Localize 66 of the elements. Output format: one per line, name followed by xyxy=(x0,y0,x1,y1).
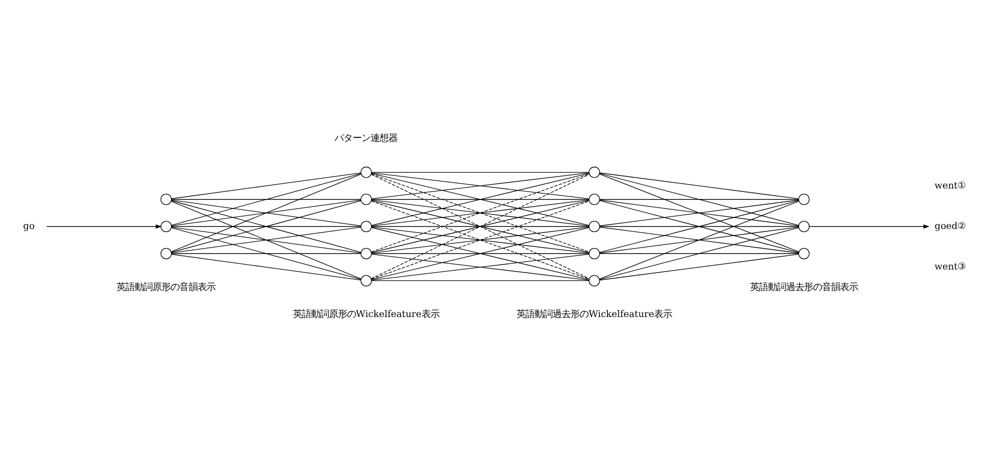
connector xyxy=(171,254,362,280)
node-circle xyxy=(360,275,372,286)
connector xyxy=(371,199,590,200)
node-circle xyxy=(588,248,600,260)
connector xyxy=(371,172,590,173)
node-circle xyxy=(360,194,372,205)
connector xyxy=(599,172,799,200)
arrow xyxy=(46,224,162,229)
label: 英語動詞原形のWickelfeature表示 xyxy=(292,308,440,320)
connector xyxy=(599,254,799,280)
connector xyxy=(170,200,362,280)
connector xyxy=(171,227,362,280)
connector xyxy=(171,226,362,254)
connector xyxy=(599,199,799,200)
label: went① xyxy=(934,180,966,192)
connector xyxy=(599,174,800,252)
node-circle xyxy=(360,248,372,260)
connector xyxy=(370,174,590,279)
connector xyxy=(171,173,362,226)
label: パターン連想器 xyxy=(334,132,398,144)
node-circle xyxy=(798,194,810,205)
node-text: goed② xyxy=(934,220,966,232)
node-circle xyxy=(588,220,600,232)
connector xyxy=(170,174,362,252)
connector xyxy=(371,200,590,253)
connector xyxy=(599,253,799,254)
connector xyxy=(171,226,362,227)
connector xyxy=(171,253,362,254)
connector xyxy=(371,226,590,254)
node-circle xyxy=(160,220,172,232)
node-circle xyxy=(588,194,600,205)
connector xyxy=(599,200,800,280)
connector xyxy=(171,200,362,253)
connector xyxy=(371,174,590,252)
node-circle xyxy=(798,220,810,232)
connector xyxy=(371,254,590,280)
node-circle xyxy=(588,275,600,286)
connector xyxy=(371,280,590,282)
node-circle xyxy=(160,194,172,205)
connector xyxy=(171,172,362,200)
node-text: go xyxy=(23,220,35,232)
connector xyxy=(371,173,590,226)
connector xyxy=(171,200,362,226)
connector xyxy=(599,226,799,227)
label: 英語動詞過去形のWickelfeature表示 xyxy=(516,308,672,320)
connector xyxy=(599,200,799,253)
connector xyxy=(599,227,799,280)
connector xyxy=(371,227,590,280)
connector xyxy=(599,200,799,226)
connector xyxy=(599,173,799,226)
connector xyxy=(371,200,590,280)
label: went③ xyxy=(934,261,966,272)
connector xyxy=(371,253,590,254)
node-circle xyxy=(160,248,172,260)
label: 英語動詞原形の音韻表示 xyxy=(116,282,216,293)
arrow xyxy=(809,224,930,229)
connector xyxy=(599,226,799,254)
connector xyxy=(371,200,590,226)
node-circle xyxy=(360,220,372,232)
connector xyxy=(371,226,590,227)
node-circle xyxy=(798,248,810,260)
node-circle xyxy=(588,166,600,178)
connector xyxy=(371,172,590,200)
connector xyxy=(171,199,362,200)
node-circle xyxy=(360,166,372,178)
label: 英語動詞過去形の音韻表示 xyxy=(750,282,858,293)
